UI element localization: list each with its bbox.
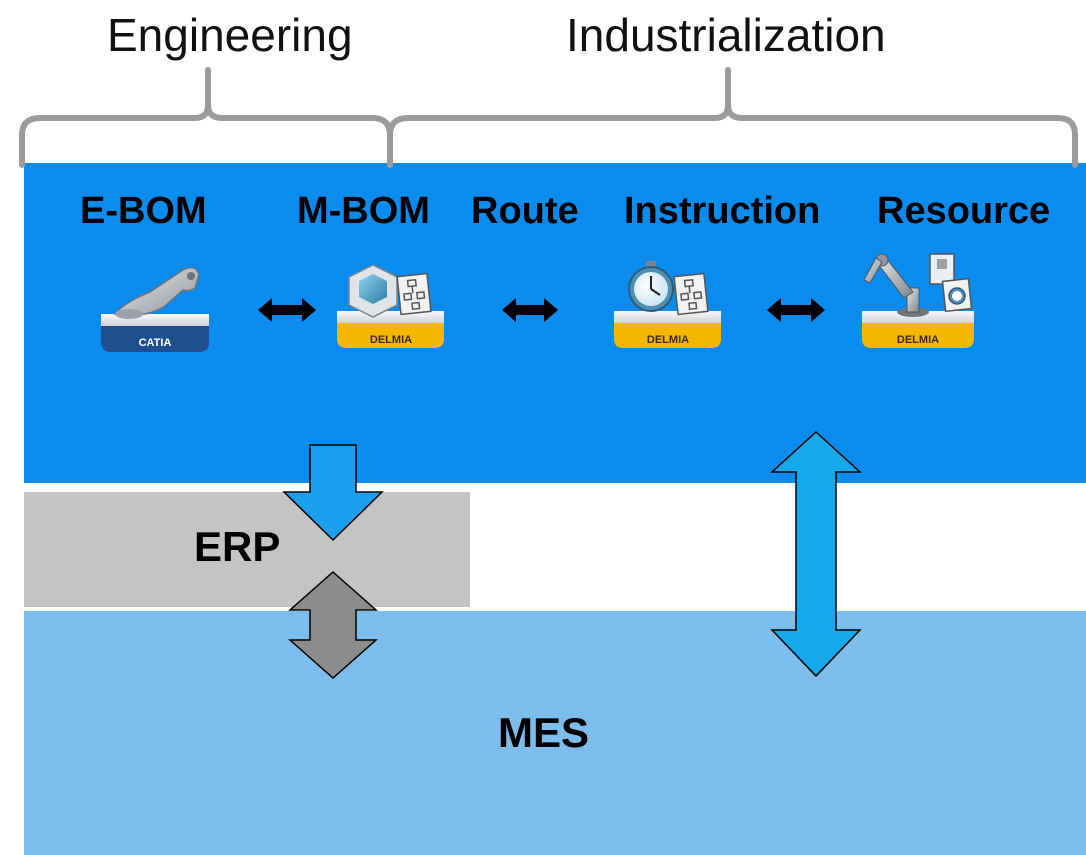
engineering-label: Engineering xyxy=(107,9,353,61)
catia-brand-text: CATIA xyxy=(139,337,172,349)
mes-label: MES xyxy=(498,709,590,756)
erp-band xyxy=(24,492,470,607)
step-label-ebom: E-BOM xyxy=(80,190,207,232)
stopwatch-icon: DELMIA xyxy=(614,261,721,348)
braces xyxy=(19,67,1078,168)
step-label-route: Route xyxy=(471,190,579,232)
engineering-brace xyxy=(19,67,393,168)
step-label-mbom: M-BOM xyxy=(297,190,430,232)
instruction-resource-arrow-icon xyxy=(767,298,825,322)
step-label-resource: Resource xyxy=(877,190,1051,232)
mbom-cube-icon: DELMIA xyxy=(337,264,444,348)
bracket-part-icon: CATIA xyxy=(101,267,209,352)
industrialization-brace xyxy=(387,67,1078,168)
erp-label: ERP xyxy=(194,523,281,570)
plm-mes-arrow-icon xyxy=(770,430,862,678)
industrialization-label: Industrialization xyxy=(566,9,886,61)
delmia-brand-text-mbom: DELMIA xyxy=(370,334,412,346)
robot-arm-icon: DELMIA xyxy=(862,253,974,348)
mes-band xyxy=(24,611,1086,855)
double-arrows xyxy=(258,298,825,322)
erp-mes-arrow-icon xyxy=(288,570,378,680)
ebom-mbom-arrow-icon xyxy=(258,298,316,322)
step-label-instruction: Instruction xyxy=(624,190,821,232)
delmia-brand-text-resource: DELMIA xyxy=(897,334,939,346)
mbom-route-arrow-icon xyxy=(502,298,558,322)
delmia-brand-text-instruction: DELMIA xyxy=(647,334,689,346)
plm-to-erp-arrow-icon xyxy=(282,444,384,542)
